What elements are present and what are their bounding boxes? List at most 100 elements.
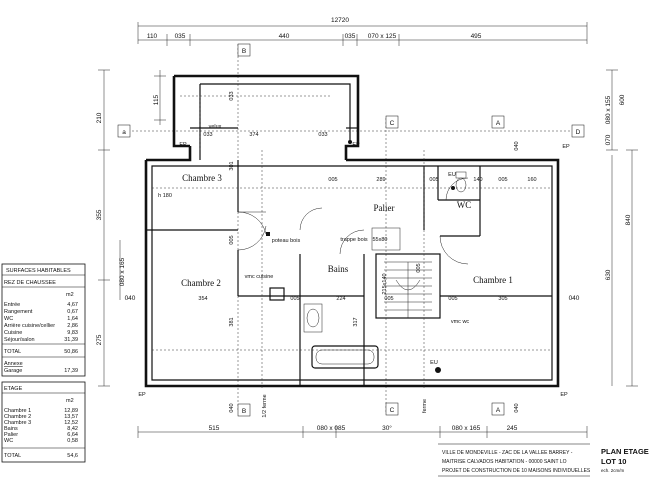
dim-top-070x125: 070 x 125 <box>368 33 397 40</box>
label-velux: velux <box>209 124 222 130</box>
rdc-row-name: Arrière cuisine/cellier <box>4 323 55 329</box>
bathtub <box>311 345 379 369</box>
dim-381: 381 <box>229 317 235 326</box>
label-eu-bottom: EU <box>430 360 438 366</box>
dim-left-210: 210 <box>96 112 103 123</box>
door-wc-swing <box>445 177 469 201</box>
dim-289: 289 <box>376 177 385 183</box>
toilet-bowl <box>455 177 467 193</box>
surfaces-rdc-table: SURFACES HABITABLES REZ DE CHAUSSEE m2 E… <box>1 263 86 377</box>
door-chambre1-swing <box>439 235 469 265</box>
etage-row-name: Bains <box>4 426 18 432</box>
label-vmc-wc: vmc wc <box>451 319 470 325</box>
etage-row-name: Palier <box>4 432 18 438</box>
room-chambre2: Chambre 2 <box>181 278 221 288</box>
dim-224: 224 <box>336 296 345 302</box>
trappe-outline <box>371 227 401 251</box>
dim-right-600: 600 <box>619 94 626 105</box>
dim-right-040: 040 <box>569 295 580 302</box>
dim-left-080x165: 080 x 165 <box>119 257 126 286</box>
etage-title: ETAGE <box>4 386 23 392</box>
dim-right-840: 840 <box>625 214 632 225</box>
marker-a-top: A <box>496 120 501 127</box>
dim-top-035b: 035 <box>345 33 356 40</box>
etage-row-value: 0,58 <box>67 438 78 444</box>
dim-top-110: 110 <box>147 33 158 40</box>
rdc-total-label: TOTAL <box>4 349 21 355</box>
dim-033c: 033 <box>318 132 327 138</box>
label-ep-topmid: EP <box>352 142 360 148</box>
dim-bottom-515: 515 <box>209 425 220 432</box>
label-ep-bottomright: EP <box>560 392 568 398</box>
room-palier: Palier <box>374 203 395 213</box>
label-vmc-cuisine: vmc cuisine <box>245 274 274 280</box>
eu-dot-bottom <box>435 367 441 373</box>
rdc-row-name: Cuisine <box>4 330 22 336</box>
dim-left-355: 355 <box>96 209 103 220</box>
ep-dot-top <box>348 140 352 144</box>
dim-top-495: 495 <box>471 33 482 40</box>
building-walls <box>144 74 560 388</box>
label-ep-bottomleft: EP <box>138 392 146 398</box>
door-bains-swing <box>339 229 365 255</box>
room-chambre3: Chambre 3 <box>182 173 222 183</box>
rdc-total-value: 50,86 <box>64 349 78 355</box>
etage-row-value: 8,42 <box>67 426 78 432</box>
room-wc: WC <box>457 200 472 210</box>
label-demi-ferme: 1/2 ferme <box>262 394 268 417</box>
dim-317: 317 <box>353 317 359 326</box>
dim-top-total: 12720 <box>331 17 349 24</box>
eu-dot-top <box>451 186 455 190</box>
marker-b-top: B <box>242 48 246 55</box>
marker-d-right: D <box>576 129 581 136</box>
rdc-row-name: WC <box>4 316 13 322</box>
washbasin <box>303 303 323 333</box>
dim-bottom-080x085: 080 x 085 <box>317 425 346 432</box>
label-poteau-bois: poteau bois <box>272 238 301 244</box>
etage-row-value: 12,52 <box>64 420 78 426</box>
staircase: 215x140 <box>382 261 432 318</box>
etage-total-value: 54,6 <box>67 453 78 459</box>
dim-033b: 033 <box>229 91 235 100</box>
dim-354: 354 <box>198 296 207 302</box>
dim-005h: 005 <box>416 263 422 272</box>
rdc-row-name: Entrée <box>4 302 20 308</box>
top-dimension-lines: 12720 110 035 440 035 070 x 125 495 <box>137 17 588 46</box>
toilet-tank <box>455 171 467 179</box>
dim-301: 301 <box>229 161 235 170</box>
rdc-row-value: 31,39 <box>64 337 78 343</box>
label-trappe-bois: trappe bois <box>340 237 367 243</box>
marker-b-bottom: B <box>242 408 246 415</box>
label-ferme: ferme <box>422 399 428 413</box>
rdc-annexe-label: Annexe <box>4 361 23 367</box>
rdc-title: REZ DE CHAUSSEE <box>4 280 56 286</box>
etage-row-name: WC <box>4 438 13 444</box>
label-h180: h 180 <box>158 193 172 199</box>
cartouche-title2: LOT 10 <box>601 457 626 466</box>
room-labels: Chambre 3 Chambre 2 Chambre 1 Palier WC … <box>181 173 513 288</box>
cartouche-title1: PLAN ETAGE <box>601 447 649 456</box>
etage-row-name: Chambre 2 <box>4 414 31 420</box>
etage-total-label: TOTAL <box>4 453 21 459</box>
etage-row-value: 12,89 <box>64 408 78 414</box>
dim-bottom-245: 245 <box>507 425 518 432</box>
dim-right-630: 630 <box>605 269 612 280</box>
label-eu-top: EU <box>448 172 456 178</box>
dim-033a: 033 <box>203 132 212 138</box>
door-chambre2-swing <box>237 225 267 251</box>
rdc-row-value: 1,64 <box>67 316 78 322</box>
dim-bottom-30deg: 30° <box>382 424 392 432</box>
dim-040e: 040 <box>514 403 520 412</box>
cartouche-line1: VILLE DE MONDEVILLE - ZAC DE LA VALLEE B… <box>442 450 573 456</box>
dim-005f: 005 <box>384 296 393 302</box>
label-trappe-dim: 55x80 <box>373 237 388 243</box>
dim-left-115: 115 <box>153 94 160 105</box>
etage-row-name: Chambre 3 <box>4 420 31 426</box>
rdc-row-value: 2,86 <box>67 323 78 329</box>
dim-160: 160 <box>527 177 536 183</box>
dim-040d: 040 <box>229 403 235 412</box>
rdc-header: SURFACES HABITABLES <box>6 268 71 274</box>
dim-right-080x155: 080 x 155 <box>605 95 612 124</box>
dim-bottom-080x165: 080 x 165 <box>452 425 481 432</box>
dim-top-035a: 035 <box>175 33 186 40</box>
